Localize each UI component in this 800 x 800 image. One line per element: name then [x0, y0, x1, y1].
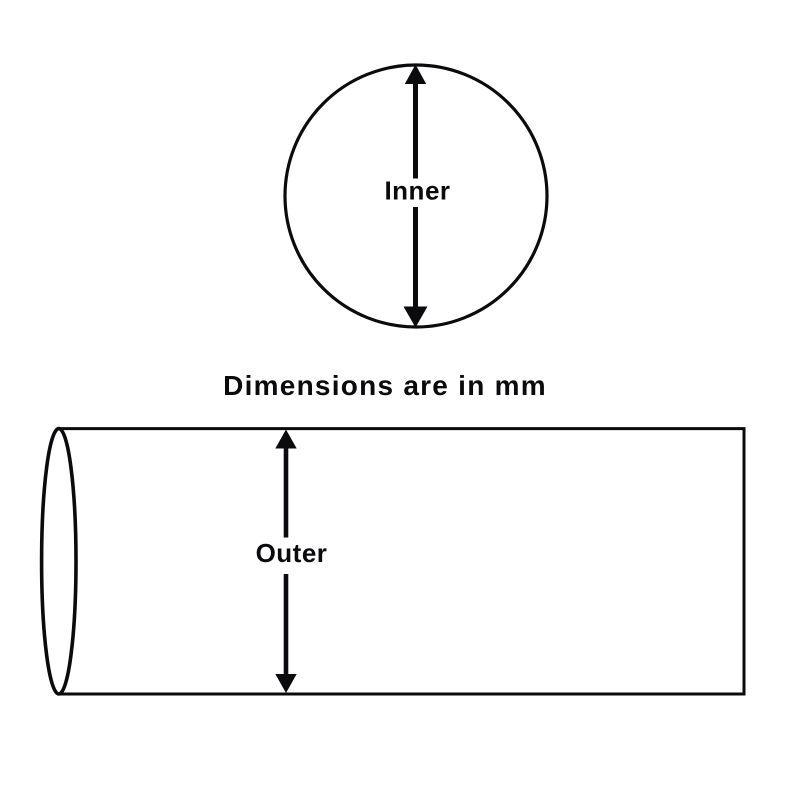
svg-text:Outer: Outer: [256, 538, 328, 568]
svg-text:Dimensions are in mm: Dimensions are in mm: [223, 370, 547, 401]
svg-text:Inner: Inner: [384, 176, 450, 206]
